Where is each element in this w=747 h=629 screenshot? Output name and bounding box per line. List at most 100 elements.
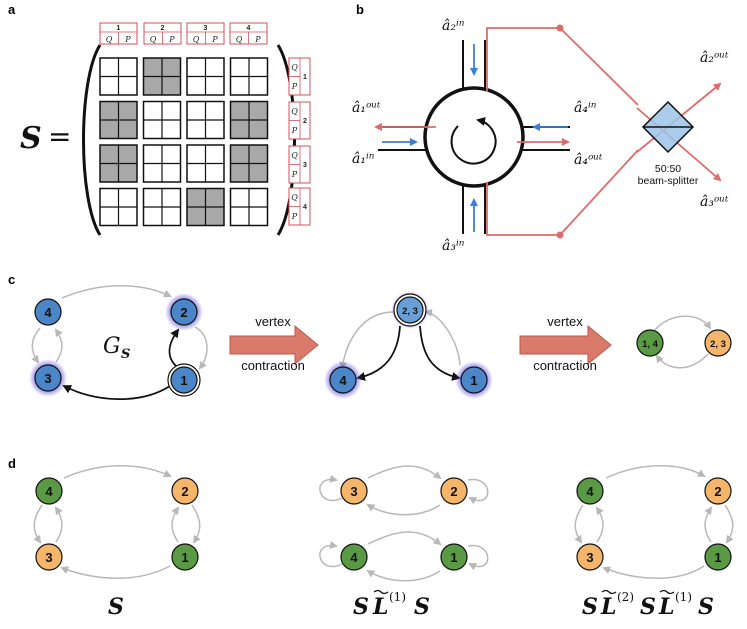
svg-text:4: 4 — [247, 25, 251, 32]
svg-text:P: P — [291, 170, 298, 179]
graph-d2-node-3: 3 — [340, 477, 368, 505]
row-label-3: Q P 3 — [288, 145, 311, 184]
matrix-block-1-3 — [186, 57, 225, 96]
circulator-rotation-icon — [450, 117, 497, 165]
svg-text:4: 4 — [45, 484, 53, 499]
graph-c1-node-2: 2 — [165, 293, 203, 331]
label-a1-in: â₁ⁱⁿ — [352, 151, 375, 167]
svg-text:1: 1 — [117, 25, 121, 32]
matrix-block-4-1 — [99, 187, 138, 227]
panel-d-letter: d — [8, 456, 16, 471]
matrix-block-1-2 — [142, 57, 182, 96]
row-labels: Q P 1 Q P 2 Q P 3 — [288, 57, 311, 226]
output-node-dot — [556, 24, 564, 32]
matrix-block-3-2 — [142, 144, 182, 183]
graph-c3-edges — [654, 315, 712, 369]
matrix-block-4-2 — [142, 187, 182, 227]
svg-text:2: 2 — [180, 305, 187, 320]
svg-text:P: P — [124, 35, 131, 44]
vertex-contraction-arrow-1: vertex contraction — [229, 314, 319, 373]
label-a2-in: â₂ⁱⁿ — [442, 18, 465, 34]
label-a1-out: â₁ᵒᵘᵗ — [352, 100, 381, 116]
svg-text:4: 4 — [350, 550, 358, 565]
label-a4-out: â₄ᵒᵘᵗ — [574, 152, 603, 168]
svg-text:G: G — [103, 334, 121, 359]
svg-text:L: L — [658, 594, 674, 620]
graph-c2-node-1: 1 — [455, 361, 493, 399]
svg-text:L: L — [372, 594, 388, 620]
row-label-2: Q P 2 — [288, 101, 311, 140]
svg-text:Q: Q — [291, 107, 298, 116]
right-parenthesis — [276, 44, 296, 236]
graph-d2-node-2: 2 — [440, 477, 468, 505]
panel-c-letter: c — [8, 272, 15, 287]
svg-text:1: 1 — [181, 550, 188, 565]
label-a3-out: â₃ᵒᵘᵗ — [700, 194, 729, 210]
column-label-4: 4 Q P — [229, 22, 268, 45]
svg-text:S: S — [698, 594, 714, 620]
svg-text:P: P — [254, 35, 261, 44]
svg-text:1: 1 — [714, 550, 721, 565]
matrix-blocks — [99, 57, 269, 227]
svg-text:1: 1 — [303, 74, 307, 81]
graph-d2-node-4: 4 — [340, 543, 368, 571]
svg-text:(1): (1) — [675, 590, 692, 604]
row-label-4: Q P 4 — [288, 187, 311, 226]
matrix-block-2-1 — [99, 100, 138, 140]
matrix-block-2-3 — [186, 100, 225, 140]
svg-text:1: 1 — [470, 373, 477, 388]
svg-text:Q: Q — [291, 63, 298, 72]
matrix-block-4-4 — [229, 187, 269, 227]
graph-d2-edges — [319, 465, 489, 582]
svg-text:4: 4 — [339, 373, 347, 388]
svg-text:(1): (1) — [389, 590, 406, 604]
panel-b: b — [352, 2, 729, 254]
graph-c3-node-14: 1, 4 — [636, 329, 664, 357]
matrix-block-2-2 — [142, 100, 182, 140]
svg-text:S: S — [582, 594, 598, 620]
graph-d3-node-1: 1 — [704, 543, 732, 571]
svg-text:4: 4 — [44, 305, 52, 320]
svg-text:(2): (2) — [617, 590, 634, 604]
svg-text:vertex: vertex — [547, 314, 583, 329]
graph-d1-node-3: 3 — [35, 543, 63, 571]
svg-text:4: 4 — [586, 484, 594, 499]
graph-d1-node-1: 1 — [171, 543, 199, 571]
graph-c2-edges — [339, 308, 461, 381]
graph-d2-node-1: 1 — [440, 543, 468, 571]
svg-text:3: 3 — [586, 550, 593, 565]
matrix-block-2-4 — [229, 100, 269, 140]
graph-c1-node-3: 3 — [29, 359, 67, 397]
matrix-block-1-1 — [99, 57, 138, 96]
graph-c1-node-4: 4 — [34, 298, 62, 326]
graph-d1-node-2: 2 — [171, 477, 199, 505]
svg-text:3: 3 — [350, 484, 357, 499]
svg-text:2, 3: 2, 3 — [710, 339, 726, 350]
svg-text:Q: Q — [150, 35, 157, 44]
input-paths — [382, 44, 568, 232]
svg-text:1: 1 — [180, 373, 187, 388]
column-label-1: 1 Q P — [99, 22, 138, 45]
graph-d3-node-2: 2 — [704, 477, 732, 505]
svg-text:2, 3: 2, 3 — [402, 306, 418, 317]
svg-text:2: 2 — [714, 484, 721, 499]
svg-text:P: P — [291, 82, 298, 91]
output-node-dot — [556, 231, 564, 239]
svg-text:Q: Q — [193, 35, 200, 44]
panel-a: a S = 1 Q P 2 Q P — [8, 2, 311, 236]
svg-text:Q: Q — [291, 193, 298, 202]
graph-c1-node-1: 1 — [167, 363, 201, 397]
matrix-block-3-4 — [229, 144, 269, 183]
matrix-block-4-3 — [186, 187, 225, 227]
svg-text:P: P — [291, 212, 298, 221]
svg-text:4: 4 — [303, 204, 307, 211]
svg-text:P: P — [291, 126, 298, 135]
equals-sign: = — [48, 120, 71, 153]
label-a3-in: â₃ⁱⁿ — [442, 238, 465, 254]
svg-text:2: 2 — [450, 484, 457, 499]
panel-d: d 4 2 3 1 3 2 4 1 — [8, 456, 734, 620]
svg-text:P: P — [211, 35, 218, 44]
column-label-3: 3 Q P — [186, 22, 225, 45]
panel-c: c 4 2 3 1 G — [8, 272, 732, 401]
